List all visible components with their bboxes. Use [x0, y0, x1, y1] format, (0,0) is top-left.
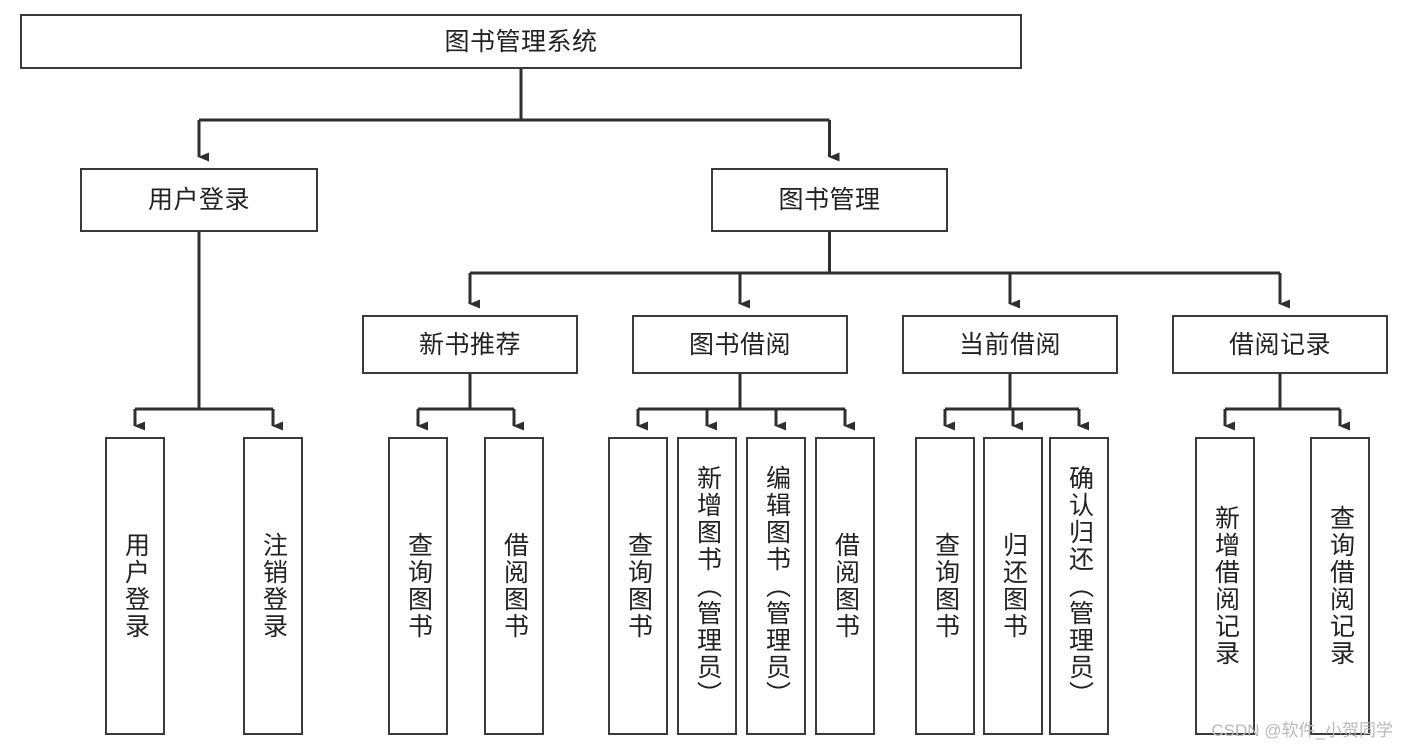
node-leaf-confirm-return[interactable]: 确认归还（管理员）	[1049, 437, 1109, 735]
node-leaf-edit-book[interactable]: 编辑图书（管理员）	[746, 437, 806, 735]
node-user-login[interactable]: 用户登录	[80, 168, 318, 232]
node-label: 图书借阅	[688, 330, 791, 359]
node-leaf-query-book-cur[interactable]: 查询图书	[915, 437, 975, 735]
node-label: 用户登录	[147, 186, 250, 214]
node-label: 确认归还（管理员）	[1065, 464, 1094, 708]
node-label: 借阅记录	[1228, 330, 1331, 359]
node-label: 用户登录	[121, 532, 150, 640]
csdn-watermark: CSDN @软件_小贺同学	[1211, 721, 1393, 740]
node-new-book-recommend[interactable]: 新书推荐	[362, 315, 578, 374]
node-label: 新增借阅记录	[1211, 505, 1240, 667]
node-book-manage[interactable]: 图书管理	[711, 168, 948, 232]
node-leaf-logout[interactable]: 注销登录	[243, 437, 303, 735]
node-label: 查询图书	[624, 532, 653, 640]
node-label: 新书推荐	[418, 330, 521, 359]
node-label: 查询借阅记录	[1326, 505, 1355, 667]
node-borrow-record[interactable]: 借阅记录	[1172, 315, 1388, 374]
node-leaf-query-book-rec[interactable]: 查询图书	[388, 437, 448, 735]
node-label: 编辑图书（管理员）	[762, 464, 791, 708]
node-leaf-return-book[interactable]: 归还图书	[983, 437, 1043, 735]
node-current-borrow[interactable]: 当前借阅	[902, 315, 1118, 374]
node-label: 图书管理系统	[444, 27, 598, 56]
node-label: 查询图书	[931, 532, 960, 640]
node-label: 借阅图书	[831, 532, 860, 640]
node-label: 查询图书	[404, 532, 433, 640]
node-leaf-add-book[interactable]: 新增图书（管理员）	[677, 437, 737, 735]
node-book-borrow[interactable]: 图书借阅	[632, 315, 848, 374]
node-root[interactable]: 图书管理系统	[20, 14, 1022, 69]
node-leaf-user-login[interactable]: 用户登录	[105, 437, 165, 735]
node-label: 借阅图书	[500, 532, 529, 640]
node-label: 当前借阅	[958, 330, 1061, 359]
node-leaf-borrow-book-rec[interactable]: 借阅图书	[484, 437, 544, 735]
node-label: 新增图书（管理员）	[693, 464, 722, 708]
node-leaf-add-record[interactable]: 新增借阅记录	[1195, 437, 1255, 735]
node-leaf-borrow-book[interactable]: 借阅图书	[815, 437, 875, 735]
node-leaf-query-book-borrow[interactable]: 查询图书	[608, 437, 668, 735]
node-label: 归还图书	[999, 532, 1028, 640]
node-leaf-query-record[interactable]: 查询借阅记录	[1310, 437, 1370, 735]
node-label: 注销登录	[259, 532, 288, 640]
node-label: 图书管理	[778, 186, 881, 214]
